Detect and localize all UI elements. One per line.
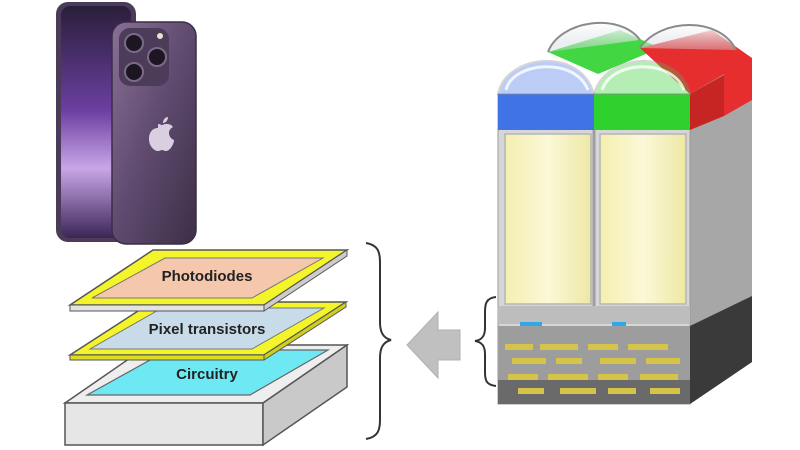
photodiodes-plate: Photodiodes — [67, 249, 350, 312]
flash-icon — [157, 33, 163, 39]
photodiode-plate-edge — [69, 304, 265, 312]
transistor-contact — [612, 322, 626, 326]
photodiodes-label: Photodiodes — [162, 268, 253, 285]
transistor-contact — [520, 322, 542, 326]
transistor-plate-side — [263, 301, 347, 361]
pixel-transistors-plate: Pixel transistors — [67, 301, 349, 361]
microlens-front-right — [592, 60, 692, 95]
circuit-brace — [474, 296, 497, 387]
photodiode-plate-side — [263, 249, 348, 312]
layer-stack: Circuitry Pixel transistors Photodiodes — [62, 249, 350, 447]
front-filter-green — [594, 94, 690, 130]
base-front-face — [64, 402, 264, 446]
circuitry-label: Circuitry — [176, 366, 238, 383]
transistor-plate-edge — [69, 354, 265, 361]
pixel-transistors-label: Pixel transistors — [149, 321, 266, 338]
photodiode-inner — [91, 257, 325, 299]
circuit-traces — [505, 344, 680, 394]
transistor-inner — [88, 307, 326, 350]
microlens-back-right — [639, 24, 737, 51]
smartphone-icon — [56, 2, 197, 245]
front-filter-blue — [498, 94, 594, 130]
left-arrow-icon — [406, 310, 461, 380]
sensor-pixel-model — [496, 21, 752, 405]
model-side-upper — [690, 58, 752, 330]
camera-lens-icon — [147, 47, 167, 67]
apple-logo-icon — [149, 117, 174, 151]
microlens-front-left-rim — [504, 65, 590, 91]
circuitry-layer — [84, 349, 331, 396]
side-filter-red — [724, 58, 752, 116]
photodiode-window-right — [599, 133, 687, 305]
stack-brace — [365, 242, 392, 440]
microlens-back-left — [547, 21, 641, 53]
microlens-front-left — [496, 59, 596, 95]
circuitry-side — [690, 296, 752, 404]
camera-lens-icon — [124, 33, 144, 53]
camera-lens-icon — [124, 62, 144, 82]
microlens-front-right-rim — [600, 65, 686, 91]
mid-filter-red — [690, 75, 724, 130]
transistor-strip — [498, 306, 690, 324]
base-side-face — [262, 343, 348, 447]
photodiode-window-left — [504, 133, 592, 305]
